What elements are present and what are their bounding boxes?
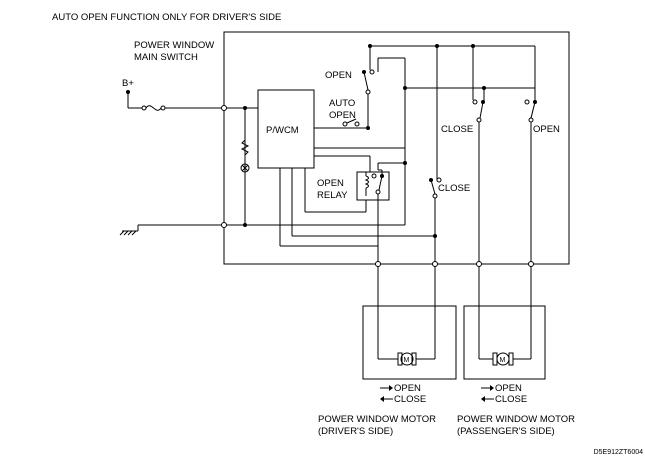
passenger-open-label: OPEN [495, 383, 522, 394]
battery-terminal [126, 90, 142, 109]
passenger-motor-symbol: M [500, 357, 506, 364]
relay-coil-icon [364, 163, 384, 196]
figure-code: D5E912ZT6004 [594, 449, 644, 456]
passenger-motor-wires [478, 266, 532, 360]
driver-motor-name-line2: (DRIVER'S SIDE) [318, 426, 393, 437]
label-close-left: CLOSE [441, 124, 473, 135]
passenger-open-switch [524, 88, 537, 262]
ground-icon [119, 230, 138, 236]
main-switch-label-line1: POWER WINDOW [134, 40, 214, 51]
passenger-close-switch [472, 88, 485, 262]
driver-open-label: OPEN [394, 383, 421, 394]
driver-motor-box [362, 305, 457, 380]
pwcm-output-wires [258, 147, 435, 262]
label-auto-line2: OPEN [329, 110, 356, 121]
common-bus [377, 57, 535, 225]
passenger-motor-name-line1: POWER WINDOW MOTOR [457, 414, 575, 425]
pwcm-label: P/WCM [266, 125, 299, 136]
top-bus [368, 44, 536, 180]
main-switch-box [223, 31, 570, 265]
diagram-title: AUTO OPEN FUNCTION ONLY FOR DRIVER'S SID… [52, 12, 281, 23]
driver-motor-icon [397, 352, 417, 366]
driver-motor-symbol: M [404, 357, 410, 364]
main-switch-label-line2: MAIN SWITCH [134, 52, 198, 63]
label-close-lower: CLOSE [438, 183, 470, 194]
driver-open-switch [314, 69, 375, 130]
driver-motor-name-line1: POWER WINDOW MOTOR [318, 414, 436, 425]
passenger-motor-icon [492, 352, 514, 366]
passenger-close-arrow [481, 396, 494, 402]
driver-close-arrow [380, 396, 393, 402]
label-open-top: OPEN [325, 70, 352, 81]
fuse-icon [141, 105, 166, 111]
passenger-motor-box [463, 305, 546, 380]
label-auto-line1: AUTO [329, 98, 355, 109]
passenger-close-label: CLOSE [495, 394, 527, 405]
auto-open-switch [342, 118, 360, 127]
indicator-lamp-icon [240, 163, 250, 173]
passenger-open-arrow [481, 385, 494, 391]
battery-label: B+ [122, 78, 134, 89]
left-bus [221, 105, 258, 228]
driver-close-label: CLOSE [394, 394, 426, 405]
pwcm-box [257, 89, 315, 169]
driver-close-switch [429, 177, 442, 262]
relay-label-line2: RELAY [317, 190, 348, 201]
driver-open-arrow [380, 385, 393, 391]
passenger-motor-name-line2: (PASSENGER'S SIDE) [457, 426, 555, 437]
driver-motor-wires [377, 266, 436, 360]
resistor-icon [240, 139, 250, 156]
relay-label-line1: OPEN [317, 178, 344, 189]
open-relay-box [356, 171, 390, 201]
label-open-right: OPEN [533, 124, 560, 135]
